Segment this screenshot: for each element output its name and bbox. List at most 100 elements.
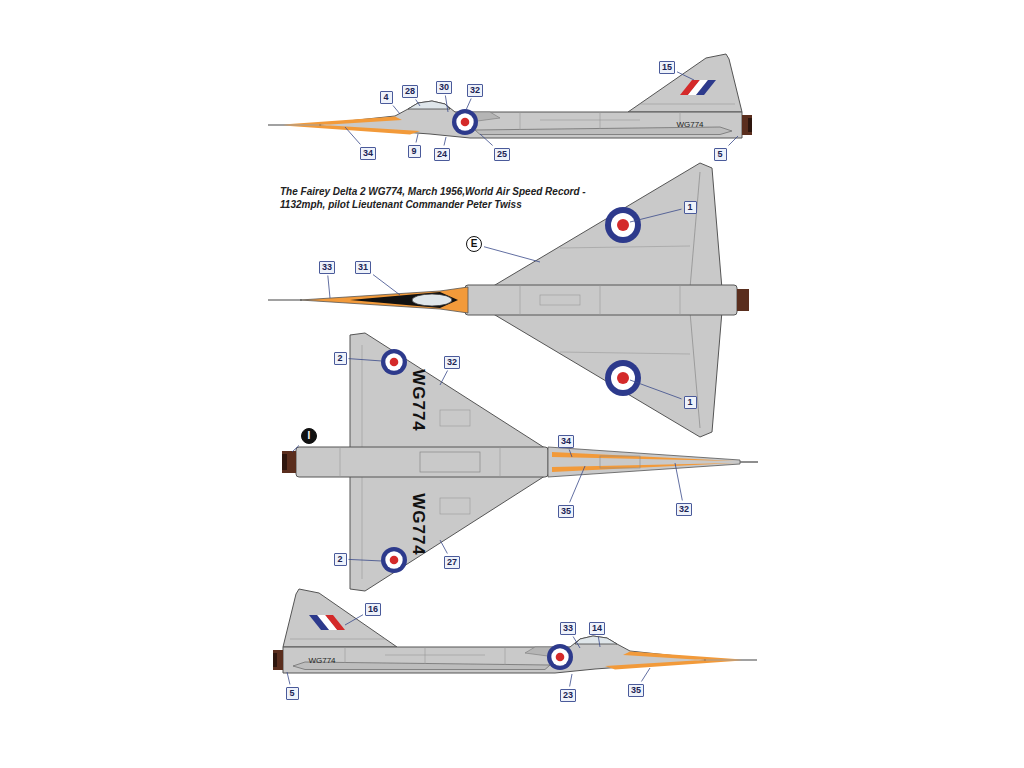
callout-number: 28 xyxy=(402,85,418,98)
leader-line xyxy=(675,463,682,501)
callout-number: 24 xyxy=(434,148,450,161)
aircraft-part xyxy=(465,285,737,315)
aircraft-part xyxy=(690,172,700,288)
leader-line xyxy=(570,674,572,687)
leader-line xyxy=(416,134,418,143)
leader-line xyxy=(440,540,447,554)
aircraft-part xyxy=(737,289,749,311)
leader-line xyxy=(569,450,572,458)
callout-number: 33 xyxy=(319,261,335,274)
leader-line xyxy=(349,559,383,561)
leader-line xyxy=(573,637,580,649)
aircraft-part xyxy=(385,353,402,370)
aircraft-part xyxy=(340,447,341,477)
leader-line xyxy=(641,668,650,682)
leader-line xyxy=(328,276,330,299)
callout-number: 32 xyxy=(467,84,483,97)
leader-line xyxy=(480,134,493,146)
callout-number: 2 xyxy=(334,352,347,365)
aircraft-part xyxy=(600,285,601,315)
leader-line xyxy=(416,100,420,107)
aircraft-part xyxy=(520,285,521,315)
view-letter: I xyxy=(301,428,317,444)
aircraft-part xyxy=(381,547,407,573)
callout-number: 5 xyxy=(714,148,727,161)
leader-line xyxy=(484,247,540,262)
leader-line xyxy=(445,96,448,113)
aircraft-part xyxy=(500,447,501,477)
leader-line xyxy=(287,672,290,685)
callout-number: 2 xyxy=(334,553,347,566)
callout-number: 34 xyxy=(360,147,376,160)
callout-number: 4 xyxy=(380,91,393,104)
aircraft-part xyxy=(617,372,629,384)
aircraft-part xyxy=(540,295,580,305)
leader-line xyxy=(598,637,600,648)
aircraft-part xyxy=(560,352,690,354)
callout-number: 35 xyxy=(558,505,574,518)
callout-number: 1 xyxy=(684,396,697,409)
callout-number: 5 xyxy=(286,687,299,700)
callout-number: 34 xyxy=(558,435,574,448)
callout-number: 14 xyxy=(589,622,605,635)
leader-line xyxy=(345,127,360,145)
aircraft-part xyxy=(300,287,468,313)
callout-number: 32 xyxy=(676,503,692,516)
aircraft-part xyxy=(617,219,629,231)
aircraft-part xyxy=(440,498,470,514)
leader-line xyxy=(570,466,585,503)
aircraft-part xyxy=(552,463,735,472)
aircraft-part xyxy=(605,360,641,396)
side-view-lower xyxy=(273,589,757,673)
callout-number: 1 xyxy=(684,201,697,214)
callout-number: 25 xyxy=(494,148,510,161)
leader-line xyxy=(444,137,446,146)
aircraft-part xyxy=(282,454,287,470)
aircraft-part xyxy=(611,213,635,237)
plan-view-top xyxy=(268,163,749,437)
leader-line xyxy=(349,359,383,361)
aircraft-part xyxy=(738,461,758,462)
aircraft-part xyxy=(268,299,302,300)
aircraft-part xyxy=(268,54,752,138)
leader-line xyxy=(677,72,694,80)
plan-view-bottom xyxy=(282,333,758,591)
aircraft-part xyxy=(296,447,548,477)
caption-title: The Fairey Delta 2 WG774, March 1956,Wor… xyxy=(280,185,630,211)
callout-number: 32 xyxy=(444,356,460,369)
leader-line xyxy=(292,445,299,452)
serial-text: WG774 xyxy=(308,657,335,665)
serial-text: WG774 xyxy=(409,493,426,556)
aircraft-part xyxy=(560,246,690,248)
aircraft-part xyxy=(350,292,458,308)
callout-number: 31 xyxy=(355,261,371,274)
leader-line xyxy=(373,275,400,295)
aircraft-part xyxy=(600,456,640,468)
leader-line xyxy=(729,136,739,146)
aircraft-part xyxy=(385,551,402,568)
aircraft-part xyxy=(440,410,470,426)
leader-line xyxy=(630,209,682,222)
aircraft-part xyxy=(690,312,700,428)
aircraft-part xyxy=(680,285,681,315)
aircraft-part xyxy=(390,556,399,565)
side-view-upper xyxy=(268,54,752,138)
aircraft-part xyxy=(390,358,399,367)
aircraft-part xyxy=(605,207,641,243)
serial-text: WG774 xyxy=(409,369,426,432)
leader-line xyxy=(440,371,448,386)
leader-line xyxy=(466,99,471,111)
aircraft-part xyxy=(420,452,480,472)
aircraft-part xyxy=(282,451,296,473)
view-letter: E xyxy=(466,236,482,252)
callout-number: 30 xyxy=(436,81,452,94)
aircraft-part xyxy=(552,452,735,461)
callout-number: 33 xyxy=(560,622,576,635)
leader-line xyxy=(630,380,682,399)
callout-number: 35 xyxy=(628,684,644,697)
aircraft-part xyxy=(548,447,740,477)
